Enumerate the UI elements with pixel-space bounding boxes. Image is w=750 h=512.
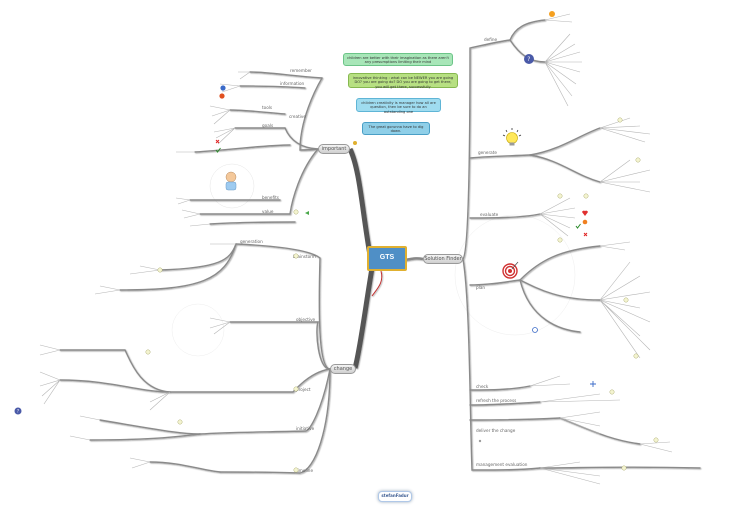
child-icon <box>225 171 237 191</box>
branch-node-important[interactable]: important <box>318 144 350 154</box>
small-cross-icon <box>478 439 482 443</box>
label-plan: plan <box>476 285 485 290</box>
label-generate: generate <box>478 150 497 155</box>
guide-circle <box>454 214 576 336</box>
branch-change <box>59 243 331 474</box>
target-icon <box>502 261 519 279</box>
label-brainstorm: brainstorm <box>293 254 316 259</box>
label-refresh: refresh the process <box>476 398 516 403</box>
label-define: define <box>484 37 498 42</box>
label-generation: generation <box>240 239 263 244</box>
status-dot-icon <box>549 11 555 17</box>
guide-circle <box>171 303 225 357</box>
question-icon: ? <box>524 54 534 64</box>
status-dot-icon <box>582 219 588 225</box>
branch-important <box>189 71 323 225</box>
svg-text:?: ? <box>527 56 530 63</box>
clock-icon <box>532 327 538 333</box>
lightbulb-icon <box>502 128 522 146</box>
note-dig-down: The great gorunna have to dig down. <box>362 122 430 135</box>
label-creative: creative <box>289 114 306 119</box>
twigs-solution <box>529 13 673 485</box>
svg-text:?: ? <box>17 409 20 415</box>
central-topic[interactable]: GTS <box>367 246 407 271</box>
star-icon <box>353 141 357 145</box>
branch-solution <box>462 19 701 471</box>
label-information: information <box>280 81 305 86</box>
label-deliver: deliver the change <box>476 428 516 433</box>
cross-icon <box>215 139 220 144</box>
label-objective: objective <box>296 317 316 322</box>
note-children-creativity: children creativity is manager how all a… <box>356 98 441 114</box>
branch-node-change[interactable]: change <box>330 364 356 374</box>
label-management: management evaluation <box>476 462 528 467</box>
heart-icon <box>582 210 588 216</box>
twigs-important <box>175 71 251 227</box>
info-icon <box>220 85 226 91</box>
note-children-imagination: children are better with their imaginati… <box>343 53 453 66</box>
label-evaluate: evaluate <box>480 212 499 217</box>
label-check: check <box>476 384 489 389</box>
priority-icon <box>219 93 225 99</box>
label-project: project <box>296 387 311 392</box>
label-timeline: timeline <box>296 468 313 473</box>
note-innovative-thinking: innovative thinking : what can be NEWER … <box>348 73 458 89</box>
arrow-icon <box>305 211 309 215</box>
plus-icon <box>590 381 596 387</box>
label-value: value <box>262 209 274 214</box>
question-icon: ? <box>14 407 22 415</box>
label-initiative: initiative <box>296 426 315 431</box>
branch-node-solution-finder[interactable]: Solution Finder <box>423 254 463 264</box>
label-remember: remember <box>290 68 312 73</box>
priority-markers <box>145 117 659 473</box>
label-goals: goals <box>262 123 273 128</box>
trunks <box>347 147 424 369</box>
guide-circle <box>209 163 255 209</box>
cross-icon <box>583 232 588 237</box>
label-benefits: benefits <box>262 195 279 200</box>
check-icon <box>215 147 221 153</box>
central-topic-title: GTS <box>379 254 395 261</box>
label-tools: tools <box>262 105 272 110</box>
check-icon <box>575 223 581 229</box>
twigs-change <box>39 243 236 469</box>
author-signature: stefanFadur <box>378 491 412 502</box>
